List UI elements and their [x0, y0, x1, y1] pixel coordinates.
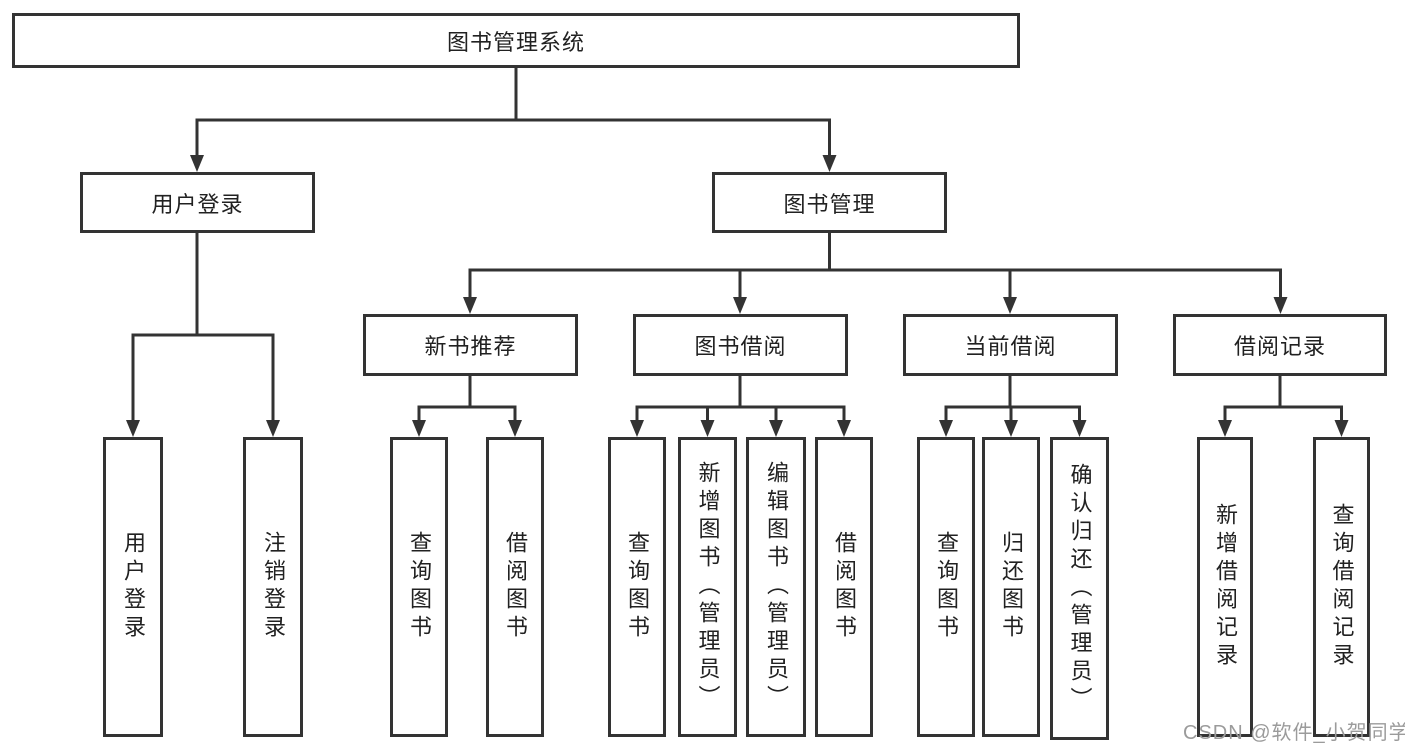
leaf-label: 确认归还（管理员）: [1067, 462, 1093, 715]
node-user-login-branch: 用户登录: [80, 172, 315, 233]
leaf-user-login: 用户登录: [103, 437, 163, 737]
node-new-book-recommend: 新书推荐: [363, 314, 578, 376]
node-root-label: 图书管理系统: [446, 29, 585, 55]
leaf-label: 查询图书: [625, 531, 650, 643]
leaf-add-borrow-record: 新增借阅记录: [1197, 437, 1253, 737]
leaf-label: 查询借阅记录: [1329, 503, 1355, 671]
node-label: 当前借阅: [964, 334, 1057, 359]
leaf-confirm-return-admin: 确认归还（管理员）: [1050, 437, 1109, 740]
node-root-system: 图书管理系统: [12, 13, 1020, 68]
leaf-add-books-admin: 新增图书（管理员）: [678, 437, 737, 737]
leaf-borrow-books: 借阅图书: [815, 437, 873, 737]
leaf-logout: 注销登录: [243, 437, 303, 737]
watermark: CSDN @软件_小贺同学: [1183, 722, 1405, 744]
node-book-borrow: 图书借阅: [633, 314, 848, 376]
leaf-label: 借阅图书: [503, 531, 528, 643]
leaf-borrow-books-recommend: 借阅图书: [486, 437, 544, 737]
node-label: 新书推荐: [424, 334, 517, 359]
node-current-borrow: 当前借阅: [903, 314, 1118, 376]
node-label: 借阅记录: [1233, 334, 1326, 359]
node-book-management: 图书管理: [712, 172, 947, 233]
node-label: 图书管理: [783, 191, 876, 217]
leaf-return-books: 归还图书: [982, 437, 1040, 737]
leaf-label: 新增图书（管理员）: [695, 461, 721, 713]
leaf-label: 新增借阅记录: [1213, 503, 1238, 671]
leaf-label: 归还图书: [999, 531, 1024, 643]
leaf-query-books-recommend: 查询图书: [390, 437, 448, 737]
leaf-label: 注销登录: [261, 531, 286, 643]
leaf-label: 查询图书: [934, 531, 959, 643]
node-label: 图书借阅: [694, 334, 787, 359]
node-label: 用户登录: [151, 191, 244, 217]
leaf-query-books-borrow: 查询图书: [608, 437, 666, 737]
leaf-query-borrow-record: 查询借阅记录: [1313, 437, 1370, 737]
arrowhead-icons: [126, 155, 1349, 437]
leaf-label: 借阅图书: [832, 531, 857, 643]
leaf-edit-books-admin: 编辑图书（管理员）: [746, 437, 806, 737]
leaf-label: 用户登录: [121, 531, 146, 643]
node-borrow-records: 借阅记录: [1173, 314, 1387, 376]
leaf-label: 查询图书: [407, 531, 432, 643]
leaf-query-books-current: 查询图书: [917, 437, 975, 737]
leaf-label: 编辑图书（管理员）: [764, 461, 789, 713]
